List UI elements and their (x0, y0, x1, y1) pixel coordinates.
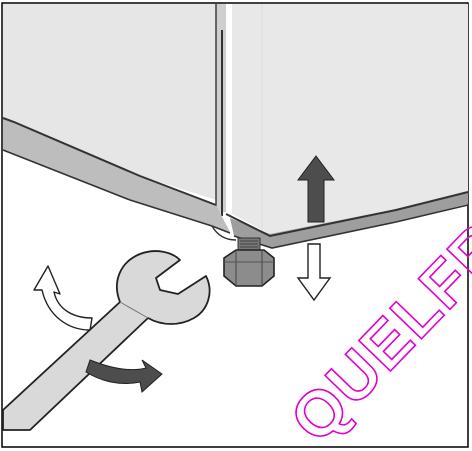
front-panel (232, 4, 468, 234)
